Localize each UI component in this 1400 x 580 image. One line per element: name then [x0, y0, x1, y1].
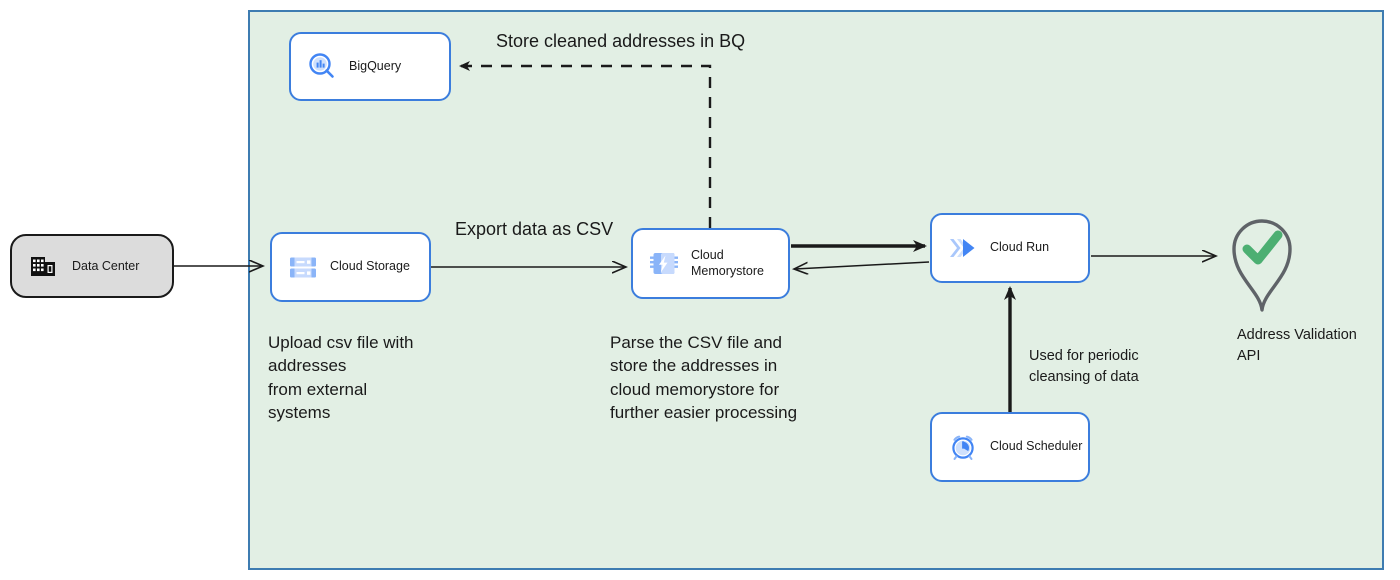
node-cloud-storage[interactable]: Cloud Storage	[270, 232, 431, 302]
label-address-validation-api: Address Validation API	[1237, 327, 1357, 364]
edge-label-store-cleaned-addresses: Store cleaned addresses in BQ	[496, 31, 746, 51]
node-data-center[interactable]: Data Center	[10, 234, 174, 298]
node-label-cloud-storage: Cloud Storage	[330, 259, 410, 274]
cloud-run-icon	[946, 231, 980, 265]
data-center-icon	[28, 251, 58, 281]
google-cloud-boundary-container	[248, 10, 1384, 570]
node-cloud-memorystore[interactable]: Cloud Memorystore	[631, 228, 790, 299]
node-label-cloud-run: Cloud Run	[990, 240, 1050, 255]
node-cloud-scheduler[interactable]: Cloud Scheduler	[930, 412, 1090, 482]
edge-label-periodic-cleansing: Used for periodic cleansing of data	[1029, 348, 1139, 385]
edge-label-export-data-as-csv: Export data as CSV	[455, 219, 614, 239]
cloud-memorystore-icon	[647, 247, 681, 281]
caption-upload-csv: Upload csv file with addresses from exte…	[268, 333, 414, 423]
node-label-data-center: Data Center	[72, 259, 140, 273]
node-label-bigquery: BigQuery	[349, 58, 402, 73]
caption-parse-csv: Parse the CSV file and store the address…	[610, 333, 798, 423]
node-label-cloud-memorystore: Cloud Memorystore	[691, 247, 764, 278]
node-bigquery[interactable]: BigQuery	[289, 32, 451, 101]
cloud-scheduler-icon	[946, 430, 980, 464]
node-label-cloud-scheduler: Cloud Scheduler	[990, 439, 1083, 454]
node-cloud-run[interactable]: Cloud Run	[930, 213, 1090, 283]
bigquery-icon	[305, 50, 339, 84]
map-pin-check-icon	[1220, 205, 1304, 315]
cloud-storage-icon	[286, 250, 320, 284]
